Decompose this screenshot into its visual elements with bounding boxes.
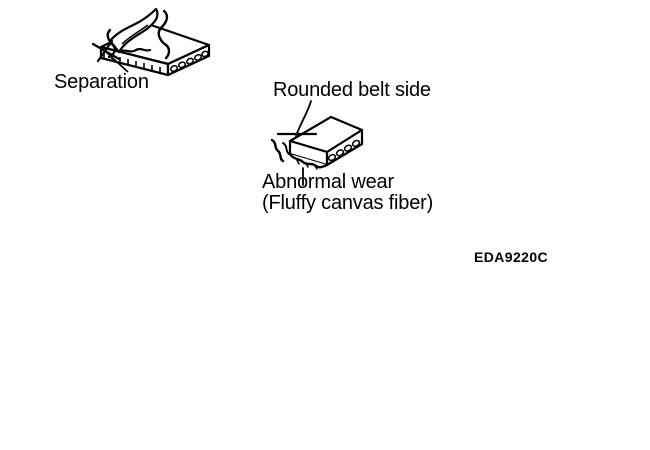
belt-separation-illustration — [91, 7, 211, 77]
rounded-belt-side-leader-line — [295, 100, 312, 137]
worn-belt-tension-cords — [327, 139, 361, 162]
fluffy-fiber-flecks — [296, 159, 318, 170]
fluffy-canvas-fiber-edge — [288, 152, 329, 169]
belt-tear-edge-right — [157, 9, 171, 60]
label-abnormal-wear: Abnormal wear — [262, 171, 394, 193]
worn-belt-break-edge-inner — [282, 142, 290, 155]
belt-separating-ply — [108, 7, 159, 54]
separation-leader-line — [105, 51, 129, 73]
figure-reference-code: EDA9220C — [474, 249, 549, 265]
label-fluffy-canvas-fiber: (Fluffy canvas fiber) — [262, 192, 434, 214]
label-rounded-belt-side: Rounded belt side — [273, 79, 431, 101]
belt-abnormal-wear-illustration — [270, 100, 364, 186]
label-separation: Separation — [54, 71, 149, 93]
belt-tension-cords — [169, 50, 209, 72]
belt-ply-crease — [121, 24, 149, 45]
worn-belt-break-edge — [270, 138, 285, 163]
belt-separation-gap — [117, 47, 152, 54]
belt-rib-edges — [103, 53, 161, 73]
separation-leader-crosshair — [91, 39, 121, 63]
